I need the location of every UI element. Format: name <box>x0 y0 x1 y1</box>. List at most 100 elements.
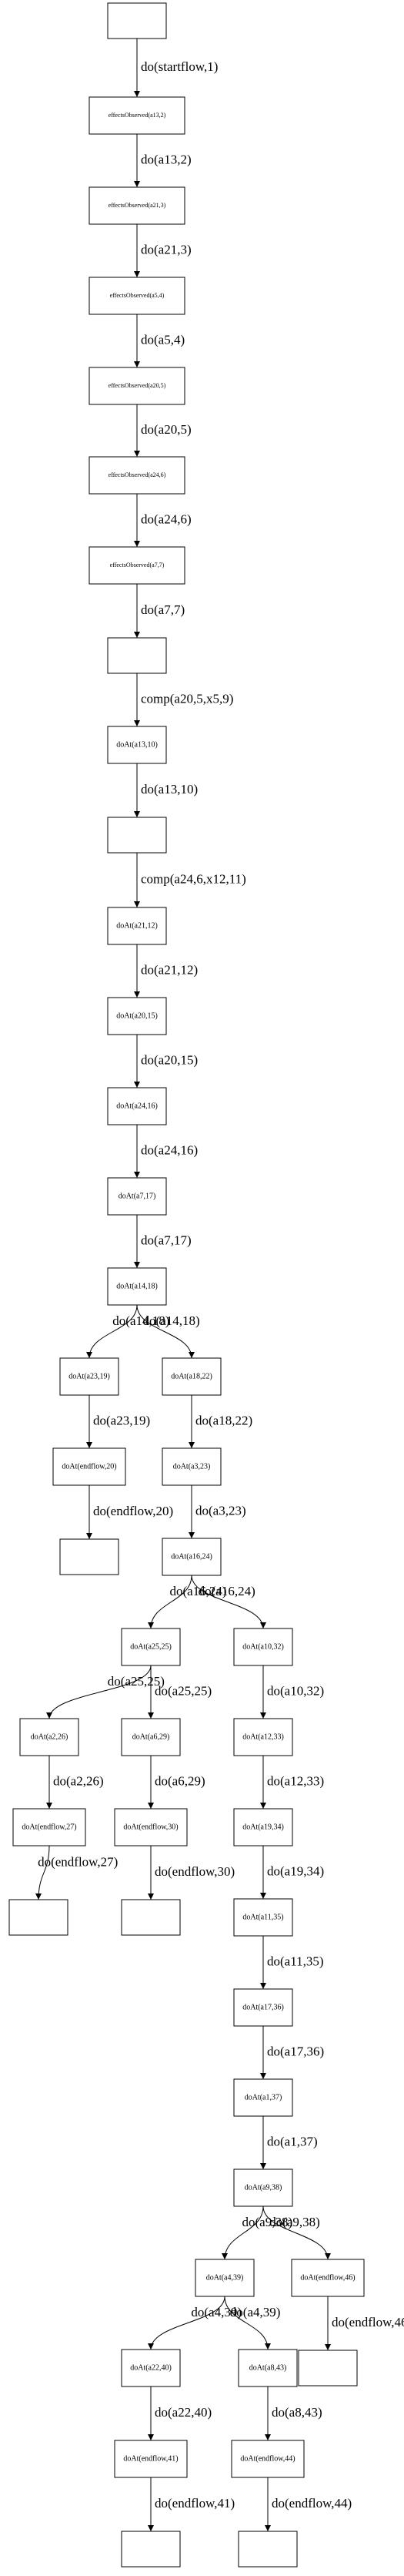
transition-label: do(a20,5) <box>141 422 192 437</box>
state-node-box <box>107 637 167 674</box>
transition-edge: do(a5,4) <box>134 314 185 367</box>
state-node <box>121 2531 181 2568</box>
transition-edge: do(endflow,30) <box>148 1846 235 1900</box>
transition-edge: do(endflow,20) <box>86 1485 173 1539</box>
transition-label: do(endflow,44) <box>272 2496 352 2511</box>
transition-edge: do(a16,24) <box>191 1575 266 1629</box>
state-node <box>107 817 167 854</box>
state-node-label: doAt(endflow,46) <box>300 2273 355 2282</box>
nodes-layer: effectsObserved(a13,2) effectsObserved(a2… <box>8 2 365 2568</box>
state-node-box <box>121 1899 181 1936</box>
transition-label: do(a14,18) <box>112 1313 169 1328</box>
state-node-box <box>162 1447 222 1486</box>
state-node: doAt(a23,19) <box>59 1357 119 1396</box>
state-node-box <box>88 277 185 315</box>
state-node-label: effectsObserved(a13,2) <box>109 112 166 119</box>
state-node-label: doAt(a16,24) <box>171 1552 212 1561</box>
state-node: effectsObserved(a13,2) <box>88 96 185 135</box>
transition-edge: do(a1,37) <box>260 2116 318 2169</box>
state-node-label: doAt(a11,35) <box>242 1913 283 1921</box>
state-node: effectsObserved(a20,5) <box>88 367 185 405</box>
state-node-box <box>107 817 167 854</box>
state-node-box <box>107 2 167 39</box>
transition-label: do(endflow,27) <box>38 1854 118 1869</box>
transition-edge: do(a7,17) <box>134 1215 192 1268</box>
transition-label: do(a2,26) <box>53 1773 104 1788</box>
state-node-box <box>233 2168 293 2207</box>
state-node: doAt(a3,23) <box>162 1447 222 1486</box>
transition-edge: do(endflow,46) <box>325 2296 404 2350</box>
transition-edge: do(a3,23) <box>189 1485 246 1538</box>
state-node-label: effectsObserved(a5,4) <box>110 292 165 299</box>
transition-label: do(a4,39) <box>191 2305 242 2319</box>
transition-edge: do(a13,10) <box>134 763 198 817</box>
transition-label: do(a18,22) <box>195 1413 252 1427</box>
transition-label: do(a13,2) <box>141 152 192 166</box>
state-node-box <box>162 1538 222 1576</box>
state-node-label: doAt(a23,19) <box>68 1372 110 1380</box>
transition-label: do(endflow,30) <box>155 1864 235 1879</box>
state-node-label: doAt(a21,12) <box>116 921 158 930</box>
transition-label: do(endflow,41) <box>155 2496 235 2511</box>
transition-edge: do(a10,32) <box>260 1665 324 1719</box>
state-node-box <box>107 1267 167 1306</box>
transition-edge: do(a6,29) <box>148 1756 205 1809</box>
state-node-box <box>233 1718 293 1756</box>
transition-edge: do(a18,22) <box>189 1395 252 1448</box>
state-node: doAt(endflow,30) <box>114 1808 188 1846</box>
transition-label: do(a23,19) <box>93 1413 150 1427</box>
state-node-label: doAt(a12,33) <box>242 1732 284 1741</box>
state-node: doAt(a6,29) <box>121 1718 181 1756</box>
state-node-box <box>52 1447 126 1486</box>
state-node: doAt(a18,22) <box>162 1357 222 1396</box>
transition-label: do(a16,24) <box>169 1584 226 1598</box>
state-node-box <box>114 2440 188 2478</box>
transition-label: do(a19,34) <box>267 1863 324 1878</box>
transition-edge: do(a23,19) <box>86 1395 150 1448</box>
transition-edge: do(a4,39) <box>148 2296 242 2350</box>
transition-label: do(a24,16) <box>141 1142 198 1157</box>
transition-edge: do(endflow,44) <box>265 2477 352 2531</box>
state-node: doAt(a21,12) <box>107 907 167 945</box>
transition-label: do(a21,3) <box>141 242 192 257</box>
state-node-label: doAt(a8,43) <box>249 2363 287 2372</box>
transition-edge: do(a7,7) <box>134 584 185 638</box>
state-node-label: doAt(endflow,30) <box>123 1823 178 1831</box>
state-node-box <box>298 2350 358 2386</box>
transition-label: do(a20,15) <box>141 1052 198 1067</box>
state-node: doAt(a14,18) <box>107 1267 167 1306</box>
transition-arrow <box>148 1575 192 1629</box>
transition-edge: do(a22,40) <box>148 2386 212 2440</box>
state-node: doAt(a1,37) <box>233 2078 293 2117</box>
transition-label: do(endflow,46) <box>332 2315 404 2329</box>
state-node-box <box>231 2440 305 2478</box>
transition-arrow <box>222 2205 264 2260</box>
state-node-label: doAt(endflow,41) <box>123 2454 178 2463</box>
state-node: doAt(a8,43) <box>238 2349 298 2387</box>
transition-label: do(a6,29) <box>155 1773 205 1788</box>
transition-edge: do(a9,38) <box>262 2205 331 2260</box>
transition-label: comp(a20,5,x5,9) <box>141 691 233 706</box>
state-node: doAt(a7,17) <box>107 1177 167 1216</box>
transition-edge: do(a14,18) <box>136 1304 200 1359</box>
state-node <box>298 2350 358 2386</box>
state-node-box <box>88 96 185 135</box>
transition-arrow <box>224 2296 271 2350</box>
transition-edge: do(a4,39) <box>224 2296 280 2350</box>
state-node-box <box>121 1628 181 1666</box>
state-node: doAt(endflow,41) <box>114 2440 188 2478</box>
state-node-label: doAt(a22,40) <box>130 2363 172 2372</box>
transition-edge: do(a25,25) <box>148 1665 212 1719</box>
edges-layer: do(startflow,1)do(a13,2)do(a21,3)do(a5,4… <box>35 39 404 2531</box>
transition-label: do(a10,32) <box>267 1683 324 1698</box>
transition-label: do(a25,25) <box>155 1683 212 1698</box>
state-node-box <box>8 1899 68 1936</box>
transition-label: do(a5,4) <box>141 332 185 347</box>
state-node-label: doAt(a9,38) <box>245 2183 282 2192</box>
transition-edge: do(a21,12) <box>134 944 198 998</box>
transition-arrow <box>35 1845 50 1900</box>
state-node-label: effectsObserved(a24,6) <box>109 471 166 478</box>
state-node-box <box>59 1357 119 1396</box>
state-node-label: doAt(endflow,20) <box>62 1462 116 1471</box>
state-node-label: doAt(a4,39) <box>206 2273 244 2282</box>
